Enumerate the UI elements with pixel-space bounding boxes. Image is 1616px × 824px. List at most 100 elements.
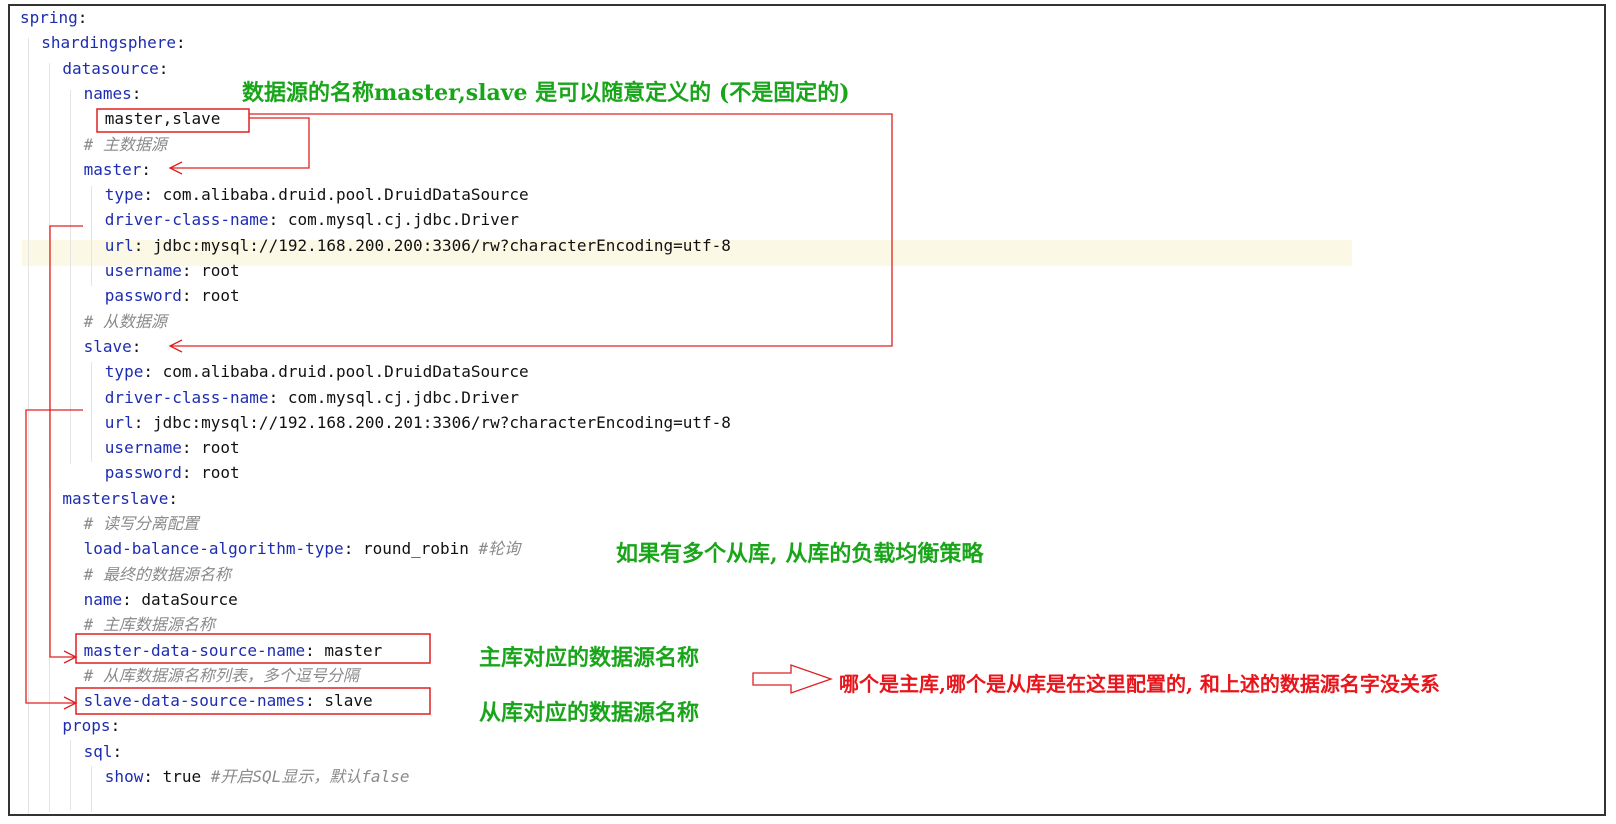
yaml-key: type [104, 185, 144, 205]
yaml-value: com.alibaba.druid.pool.DruidDataSource [162, 185, 529, 205]
code-line[interactable]: master-data-source-name: master [84, 638, 383, 664]
code-line[interactable]: # 从数据源 [84, 309, 167, 335]
yaml-value: true [162, 767, 211, 786]
code-line[interactable]: url: jdbc:mysql://192.168.200.201:3306/r… [105, 410, 731, 436]
yaml-comment: #开启SQL显示，默认false [210, 767, 410, 786]
yaml-value: com.mysql.cj.jdbc.Driver [287, 210, 520, 230]
yaml-key: username [104, 438, 182, 458]
indent-guide [70, 90, 71, 464]
yaml-key: shardingsphere [41, 33, 177, 53]
code-line[interactable]: load-balance-algorithm-type: round_robin… [84, 536, 521, 562]
code-line[interactable]: url: jdbc:mysql://192.168.200.200:3306/r… [105, 233, 731, 259]
slave-link-arrow [25, 409, 83, 704]
code-line[interactable]: # 主库数据源名称 [84, 612, 215, 638]
code-line[interactable]: password: root [105, 460, 240, 486]
yaml-separator: : [181, 286, 202, 306]
yaml-key: url [104, 412, 134, 432]
yaml-key: username [104, 261, 182, 280]
code-line[interactable]: # 最终的数据源名称 [84, 562, 231, 588]
yaml-separator: : [268, 387, 288, 407]
yaml-comment: # 从库数据源名称列表，多个逗号分隔 [83, 665, 359, 685]
yaml-key: master-data-source-name [83, 640, 306, 660]
yaml-separator: : [133, 412, 153, 432]
code-line[interactable]: password: root [105, 283, 240, 309]
yaml-comment: # 主数据源 [83, 134, 167, 154]
names-to-master-arrow [170, 117, 310, 169]
yaml-separator: : [168, 488, 178, 508]
yaml-separator: : [181, 438, 202, 458]
code-line[interactable]: masterslave: [62, 486, 178, 512]
master-slave-config-annotation: 哪个是主库,哪个是从库是在这里配置的, 和上述的数据源名字没关系 [839, 672, 1440, 696]
screenshot-frame: spring:shardingsphere:datasource:names:m… [8, 4, 1606, 816]
yaml-key: show [104, 767, 144, 786]
yaml-key: type [104, 362, 144, 382]
names-value-box [96, 108, 250, 133]
code-line[interactable]: driver-class-name: com.mysql.cj.jdbc.Dri… [105, 207, 519, 233]
code-line[interactable]: spring: [20, 5, 87, 31]
yaml-value: jdbc:mysql://192.168.200.200:3306/rw?cha… [152, 235, 731, 255]
code-line[interactable]: sql: [84, 739, 123, 765]
yaml-separator: : [77, 8, 88, 27]
code-line[interactable]: shardingsphere: [41, 30, 186, 56]
yaml-value: root [201, 438, 240, 458]
master-link-arrow [49, 225, 83, 658]
arrowhead-icon [63, 650, 78, 664]
yaml-value: com.alibaba.druid.pool.DruidDataSource [162, 362, 529, 382]
yaml-value: dataSource [141, 589, 238, 609]
yaml-separator: : [181, 463, 202, 483]
yaml-separator: : [141, 159, 152, 179]
yaml-value: master [324, 640, 383, 660]
yaml-comment: # 最终的数据源名称 [83, 564, 231, 584]
code-line[interactable]: name: dataSource [84, 587, 238, 613]
code-line[interactable]: driver-class-name: com.mysql.cj.jdbc.Dri… [105, 385, 519, 411]
yaml-key: names [83, 83, 132, 103]
yaml-key: master [83, 159, 142, 179]
code-line[interactable]: datasource: [62, 56, 168, 82]
yaml-separator: : [122, 589, 142, 609]
current-line-highlight [22, 240, 1352, 266]
yaml-separator: : [268, 210, 288, 230]
yaml-key: sql [83, 741, 113, 761]
yaml-key: password [104, 286, 182, 306]
code-line[interactable]: type: com.alibaba.druid.pool.DruidDataSo… [105, 359, 529, 385]
annotation-overlay [25, 108, 893, 715]
code-line[interactable]: show: true #开启SQL显示，默认false [105, 764, 410, 790]
yaml-key: slave-data-source-names [83, 691, 306, 711]
yaml-separator: : [158, 58, 169, 78]
yaml-separator: : [181, 261, 202, 280]
yaml-separator: : [176, 33, 186, 53]
yaml-value: root [201, 286, 240, 306]
yaml-key: spring [20, 8, 78, 27]
yaml-separator: : [143, 362, 163, 382]
arrowhead-icon [63, 696, 78, 710]
arrowhead-icon [168, 161, 183, 175]
yaml-separator: : [305, 640, 325, 660]
yaml-code-editor[interactable]: spring:shardingsphere:datasource:names:m… [10, 6, 1608, 818]
yaml-comment: # 从数据源 [83, 311, 167, 331]
yaml-comment: #轮询 [478, 539, 521, 559]
yaml-value: master,slave [104, 109, 221, 129]
code-line[interactable]: slave: [84, 334, 142, 360]
slave-source-names-box [75, 687, 431, 715]
code-line[interactable]: username: root [105, 435, 240, 461]
yaml-key: datasource [62, 58, 159, 78]
load-balance-annotation: 如果有多个从库, 从库的负载均衡策略 [616, 541, 984, 567]
code-line[interactable]: names: [84, 81, 142, 107]
code-line[interactable]: master,slave [105, 106, 221, 132]
indent-guide [70, 740, 71, 810]
code-line[interactable]: props: [62, 713, 120, 739]
code-line[interactable]: username: root [105, 258, 240, 284]
yaml-key: masterslave [62, 488, 169, 508]
yaml-separator: : [131, 336, 142, 356]
code-line[interactable]: slave-data-source-names: slave [84, 688, 373, 714]
code-line[interactable]: # 从库数据源名称列表，多个逗号分隔 [84, 663, 359, 689]
code-line[interactable]: type: com.alibaba.druid.pool.DruidDataSo… [105, 182, 529, 208]
yaml-comment: # 读写分离配置 [83, 514, 199, 533]
slave-source-annotation: 从库对应的数据源名称 [479, 700, 700, 726]
master-source-name-box [75, 633, 431, 664]
yaml-key: slave [83, 336, 132, 356]
code-line[interactable]: # 读写分离配置 [84, 511, 199, 537]
code-line[interactable]: master: [84, 157, 151, 183]
yaml-separator: : [131, 83, 142, 103]
code-line[interactable]: # 主数据源 [84, 132, 167, 158]
